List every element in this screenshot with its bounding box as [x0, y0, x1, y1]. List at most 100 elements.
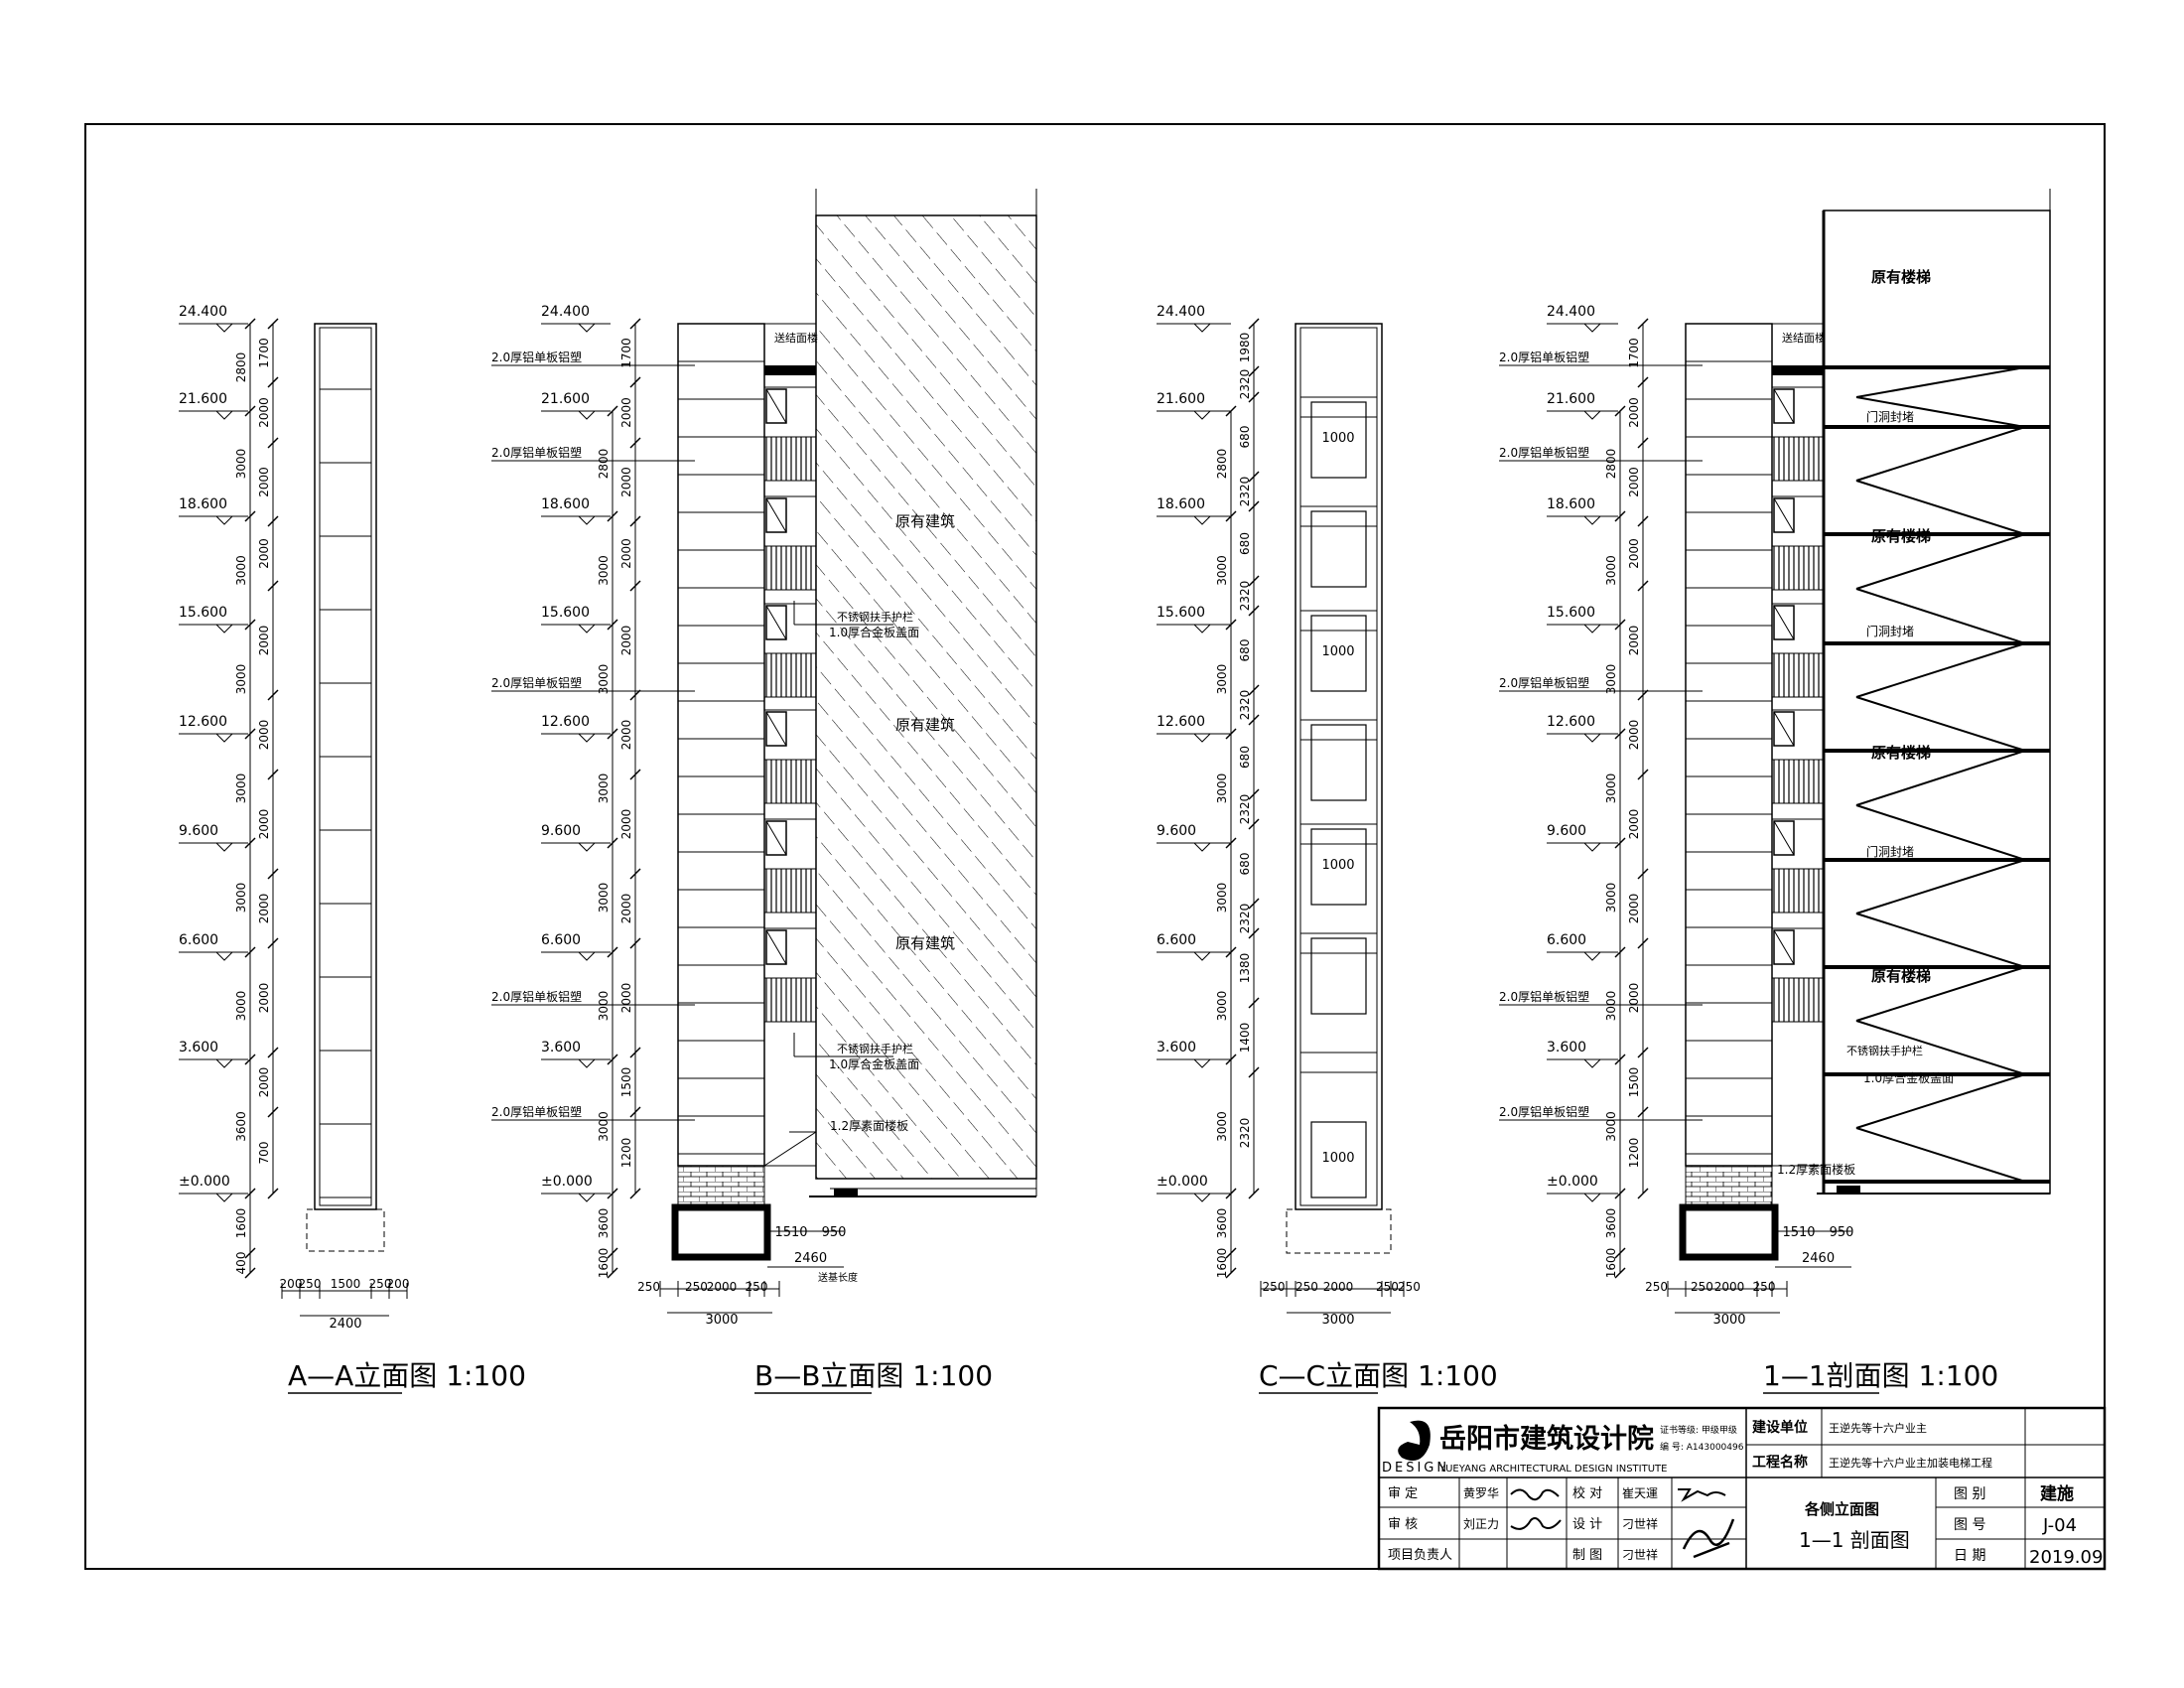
level-label: 24.400 — [179, 304, 227, 320]
outer-dim: 3000 — [1215, 555, 1229, 586]
level-label: ±0.000 — [179, 1174, 230, 1190]
railing — [763, 977, 817, 1023]
bridge-openings — [763, 386, 817, 1023]
window-width-label: 1000 — [1321, 644, 1354, 659]
inner-dim: 2000 — [257, 983, 271, 1014]
role-label: 制 图 — [1572, 1548, 1602, 1563]
inner-dim: 1380 — [1238, 953, 1252, 984]
outer-dim: 1600 — [1215, 1248, 1229, 1279]
inner-dim: 680 — [1238, 426, 1252, 449]
bottom-dim: 250 — [299, 1277, 322, 1291]
inner-dim: 700 — [257, 1142, 271, 1165]
inner-dim: 2000 — [619, 894, 633, 924]
window — [1310, 510, 1367, 588]
outer-dim: 1600 — [1604, 1248, 1618, 1279]
outer-dim: 3600 — [234, 1111, 248, 1142]
inner-dim: 2000 — [1627, 467, 1641, 497]
height-dimensions: 2800300030003000300030003000360016001700… — [597, 318, 641, 1279]
level-triangle — [1193, 951, 1211, 961]
inner-dim: 2000 — [619, 538, 633, 569]
height-dimensions: 2800300030003000300030003000360016001980… — [1215, 318, 1260, 1279]
door-opening — [765, 497, 787, 533]
outer-dim: 400 — [234, 1252, 248, 1275]
window — [1310, 724, 1367, 801]
company-en: YUEYANG ARCHITECTURAL DESIGN INSTITUTE — [1438, 1464, 1667, 1475]
railing — [763, 868, 817, 914]
level-label: ±0.000 — [541, 1174, 593, 1190]
role-label: 审 定 — [1388, 1486, 1418, 1501]
level-label: 18.600 — [1157, 496, 1205, 512]
railing — [1771, 436, 1825, 482]
level-label: 21.600 — [1547, 391, 1595, 407]
inner-dim: 2000 — [257, 720, 271, 751]
title-c: C—C立面图 1:100 — [1259, 1359, 1498, 1392]
bottom-dim: 200 — [387, 1277, 410, 1291]
level-triangle — [1193, 733, 1211, 743]
railing — [763, 436, 817, 482]
company-logo-icon — [1398, 1420, 1431, 1462]
inner-dim: 2000 — [1627, 626, 1641, 656]
level-label: 9.600 — [541, 823, 581, 839]
level-label: 6.600 — [179, 932, 218, 948]
cladding-panels — [1686, 360, 1772, 1155]
inner-dim: 680 — [1238, 639, 1252, 662]
inner-dim: 2320 — [1238, 477, 1252, 507]
elevation-b-b: 24.40021.60018.60015.60012.6009.6006.600… — [491, 189, 1037, 1394]
inner-dim: 2000 — [1627, 894, 1641, 924]
cladding-note: 2.0厚铝单板铝塑 — [1499, 675, 1589, 690]
role-name: 刁世祥 — [1622, 1548, 1658, 1562]
top-note: 送结面楼 — [774, 331, 818, 345]
inner-dim: 2320 — [1238, 581, 1252, 612]
level-label: 3.600 — [541, 1040, 581, 1055]
role-rows: 审 定黄罗华校 对崔天運审 核刘正力设 计刁世祥项目负责人制 图刁世祥 — [1388, 1485, 1658, 1563]
railing — [1771, 545, 1825, 591]
side-dim: 1510 — [774, 1225, 807, 1240]
cladding-note: 2.0厚铝单板铝塑 — [1499, 989, 1589, 1004]
level-triangle — [1193, 410, 1211, 420]
level-triangle — [578, 951, 596, 961]
outer-dim: 3000 — [597, 991, 611, 1022]
level-label: 24.400 — [541, 304, 590, 320]
number-value: J-04 — [2042, 1515, 2077, 1536]
inner-dim: 2000 — [257, 894, 271, 924]
railing — [1771, 652, 1825, 698]
outer-dim: 2800 — [597, 449, 611, 480]
side-dim: 950 — [822, 1225, 847, 1240]
outer-dim: 3000 — [1604, 555, 1618, 586]
outer-dim: 3000 — [597, 774, 611, 804]
inner-dim: 2000 — [257, 467, 271, 497]
inner-dim: 2000 — [257, 538, 271, 569]
inner-dim: 1700 — [619, 338, 633, 368]
inner-dim: 2000 — [1627, 809, 1641, 840]
door-opening — [765, 605, 787, 640]
level-triangle — [1583, 515, 1601, 525]
inner-dim: 2000 — [257, 626, 271, 656]
outer-dim: 3000 — [1604, 991, 1618, 1022]
level-label: 15.600 — [1547, 605, 1595, 621]
signature-1 — [1510, 1488, 1560, 1501]
side-dim: 950 — [1830, 1225, 1854, 1240]
level-triangle — [1193, 1193, 1211, 1202]
level-label: 15.600 — [541, 605, 590, 621]
pit-outline — [1286, 1208, 1392, 1254]
title-a: A—A立面图 1:100 — [288, 1359, 526, 1392]
level-label: 15.600 — [179, 605, 227, 621]
door-opening — [765, 820, 787, 856]
inner-dim: 2000 — [619, 626, 633, 656]
level-label: 3.600 — [1547, 1040, 1586, 1055]
inner-dim: 2000 — [1627, 983, 1641, 1014]
outer-dim: 3000 — [1604, 664, 1618, 695]
shaft-inner — [1299, 327, 1378, 1206]
existing-stairs — [1824, 365, 2050, 1184]
level-label: ±0.000 — [1547, 1174, 1598, 1190]
logo-text: DESIGN — [1382, 1461, 1449, 1476]
rail-note: 1.0厚合金板盖面 — [829, 1056, 919, 1071]
level-triangle — [578, 1193, 596, 1202]
railing — [1771, 759, 1825, 804]
rail-note: 1.0厚合金板盖面 — [1863, 1070, 1954, 1085]
door-opening — [1773, 605, 1795, 640]
outer-dim: 3000 — [1604, 1111, 1618, 1142]
inner-dim: 1980 — [1238, 333, 1252, 363]
railing — [763, 545, 817, 591]
